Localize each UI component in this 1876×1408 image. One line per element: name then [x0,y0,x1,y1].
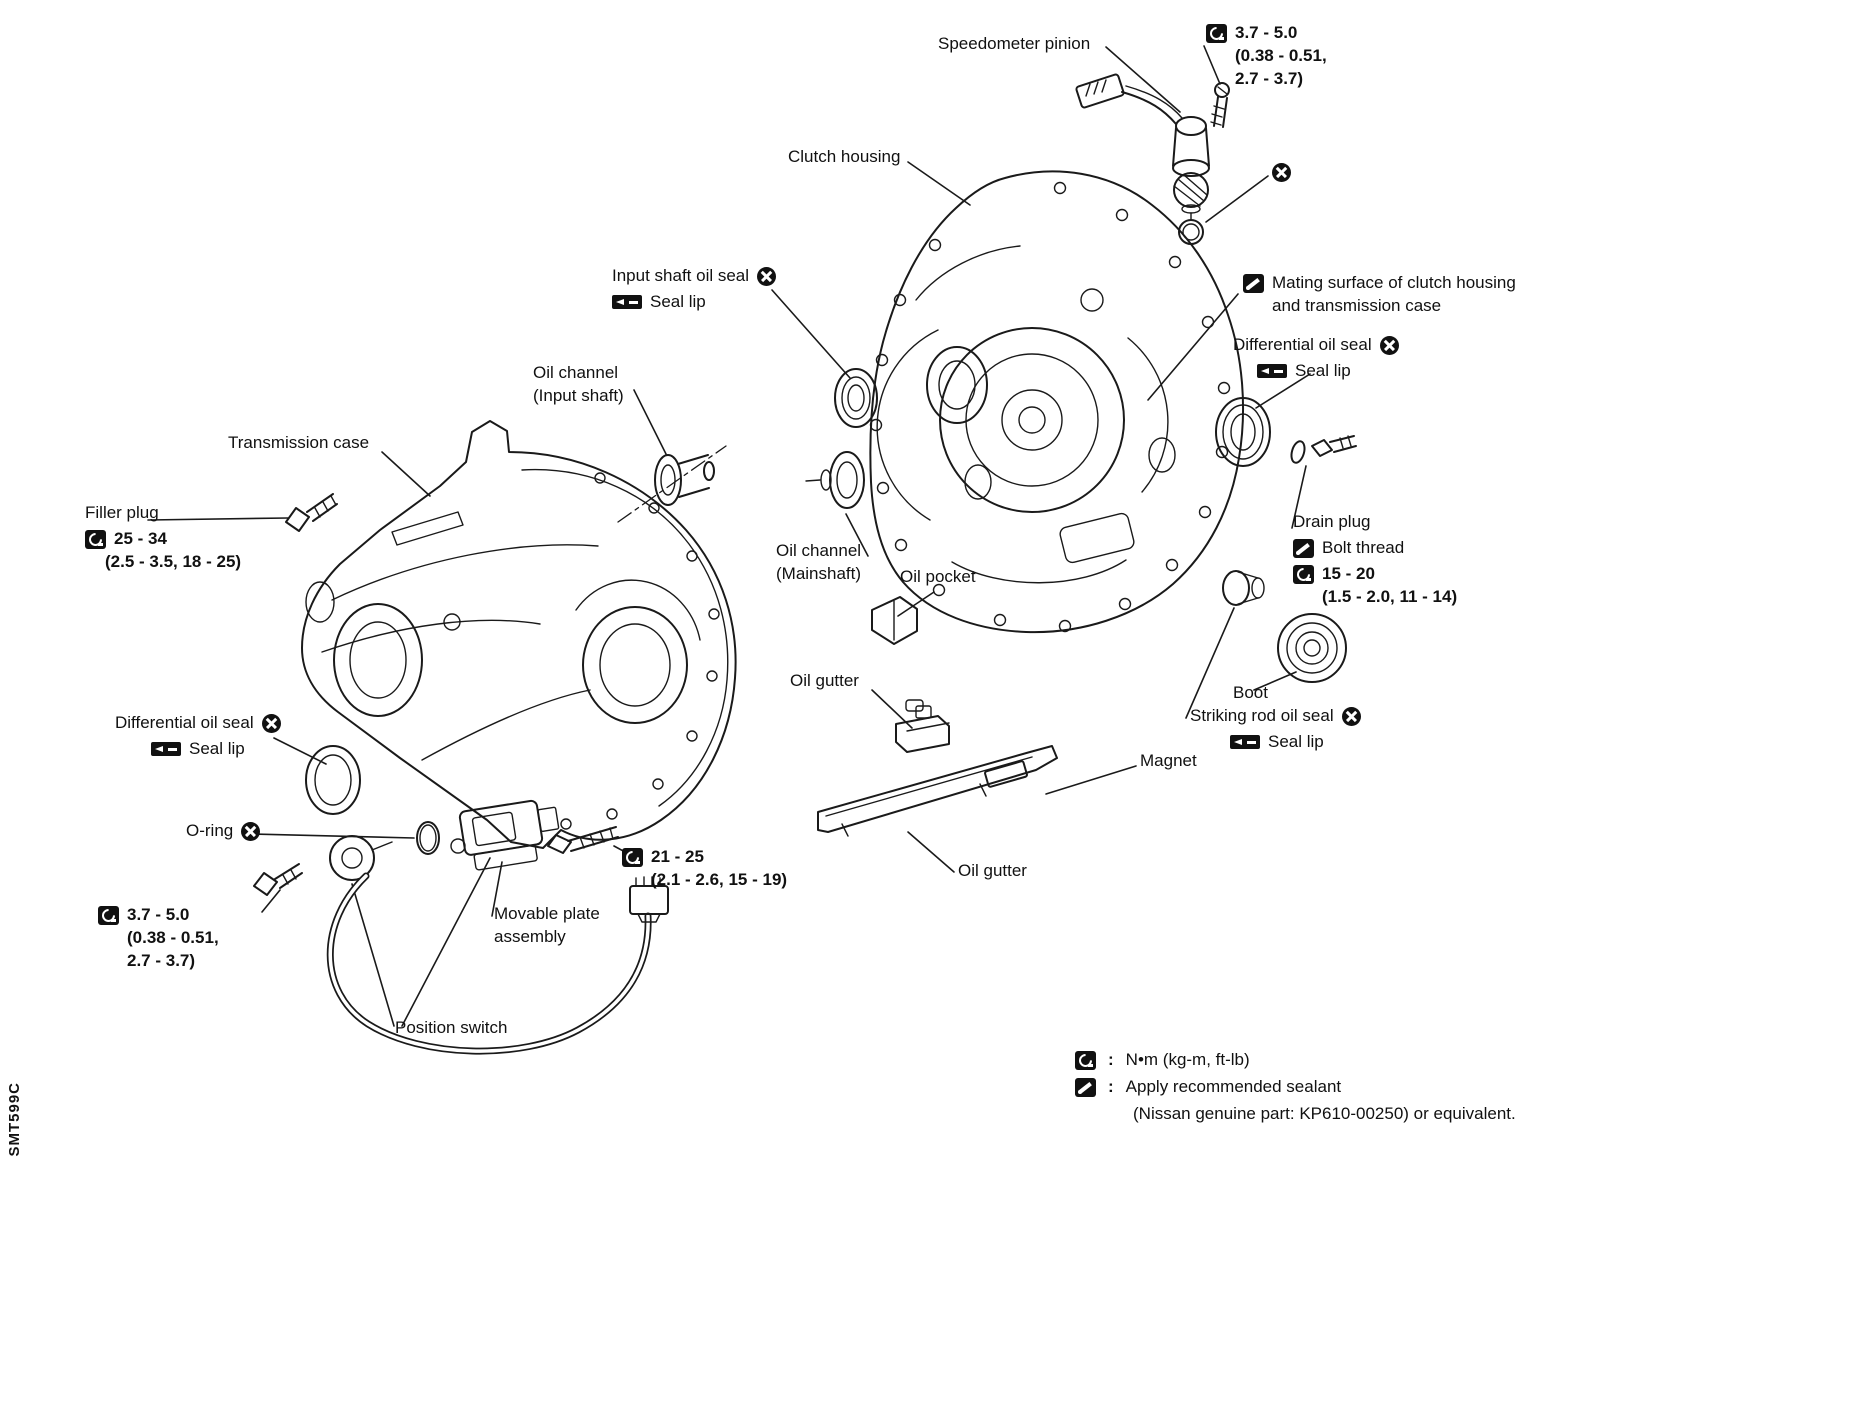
speedometer-torque-spec: 3.7 - 5.0 (0.38 - 0.51, 2.7 - 3.7) [1206,22,1327,91]
seal-lip-text: Seal lip [1295,360,1351,380]
torque-alt-units: (0.38 - 0.51, [1235,45,1327,65]
legend-torque-text: N•m (kg-m, ft-lb) [1125,1050,1250,1069]
legend-colon: : [1108,1050,1114,1069]
oil-gutter-lower-label: Oil gutter [958,861,1027,880]
leader-lines [147,45,1311,1027]
torque-alt-units: (2.5 - 3.5, 18 - 25) [105,551,242,571]
legend-sealant-text-line2: (Nissan genuine part: KP610-00250) or eq… [1133,1104,1516,1123]
seal-lip-icon [1257,364,1287,379]
striking-rod-oil-seal-label: Striking rod oil seal Seal lip [1190,705,1361,754]
oil-channel-input-paren: (Input shaft) [533,385,624,405]
oil-channel-text: Oil channel [776,541,862,560]
mating-surface-label: Mating surface of clutch housing and tra… [1243,272,1516,318]
speedometer-pinion-drawing [1075,73,1230,245]
position-switch-torque-spec: 3.7 - 5.0 (0.38 - 0.51, 2.7 - 3.7) [98,904,219,973]
torque-value: 21 - 25 [651,847,704,866]
movable-plate-text-line1: Movable plate [494,904,600,923]
seal-lip-icon [612,295,642,310]
input-shaft-oil-seal-text: Input shaft oil seal [612,266,750,285]
sealant-icon [1293,538,1314,558]
drain-plug-text: Drain plug [1293,512,1371,531]
transmission-case-label: Transmission case [228,433,370,452]
legend: : N•m (kg-m, ft-lb) : Apply recommended … [1075,1050,1516,1124]
seal-lip-icon [1230,735,1260,750]
seal-lip-text: Seal lip [1268,731,1324,751]
movable-plate-assembly-label: Movable plate assembly [494,903,600,949]
o-ring-text: O-ring [186,821,234,840]
replace-part-icon [241,821,261,841]
legend-sealant-text-line1: Apply recommended sealant [1125,1077,1342,1096]
oil-channel-input-label: Oil channel (Input shaft) [533,362,624,408]
torque-icon [98,905,119,925]
seal-lip-text: Seal lip [189,738,245,758]
movable-plate-text-line2: assembly [494,926,566,946]
boot-label: Boot [1233,683,1268,702]
differential-oil-seal-right-label: Differential oil seal Seal lip [1233,334,1399,383]
oil-pocket-label: Oil pocket [900,567,976,586]
position-switch-drawing [326,799,669,1055]
torque-icon [622,847,643,867]
replace-part-icon [1272,163,1291,182]
torque-icon [1075,1050,1096,1070]
sealant-icon [1243,273,1264,293]
filler-plug-text: Filler plug [85,503,159,522]
speedometer-pinion-label: Speedometer pinion [938,34,1091,53]
torque-alt-units: (2.1 - 2.6, 15 - 19) [651,869,788,889]
mating-surface-text-line2: and transmission case [1272,295,1442,315]
sealant-icon [1075,1077,1096,1097]
differential-oil-seal-text: Differential oil seal [1233,335,1372,354]
magnet-label: Magnet [1140,751,1197,770]
o-ring-label: O-ring [186,820,261,843]
torque-alt-units: 2.7 - 3.7) [1235,68,1304,88]
torque-alt-units: (0.38 - 0.51, [127,927,219,947]
legend-colon: : [1108,1077,1114,1096]
oil-channel-mainshaft-paren: (Mainshaft) [776,563,862,583]
torque-value: 3.7 - 5.0 [127,905,190,924]
torque-value: 15 - 20 [1322,563,1375,583]
mating-surface-text-line1: Mating surface of clutch housing [1272,273,1516,292]
clutch-housing-drawing [869,170,1245,634]
torque-icon [1293,564,1314,584]
oil-gutter-upper-label: Oil gutter [790,671,859,690]
striking-rod-oil-seal-text: Striking rod oil seal [1190,706,1334,725]
replace-part-icon [1379,335,1399,355]
input-shaft-oil-seal-label: Input shaft oil seal Seal lip [612,265,777,314]
oil-channel-mainshaft-label: Oil channel (Mainshaft) [776,540,861,586]
differential-oil-seal-left-label: Differential oil seal Seal lip [115,712,281,761]
seal-lip-icon [151,742,181,757]
clutch-housing-label: Clutch housing [788,147,901,166]
drain-plug-label: Drain plug Bolt thread 15 - 20 (1.5 - 2.… [1293,511,1457,609]
replace-part-icon [1341,706,1361,726]
torque-icon [1206,23,1227,43]
differential-oil-seal-text: Differential oil seal [115,713,254,732]
replace-part-icon [757,266,777,286]
torque-value: 3.7 - 5.0 [1235,23,1298,42]
transmission-case-drawing [301,420,737,849]
figure-code: SMT599C [6,1082,23,1157]
seal-lip-text: Seal lip [650,291,706,311]
case-bolt-torque-spec: 21 - 25 (2.1 - 2.6, 15 - 19) [622,846,787,892]
oil-channel-text: Oil channel [533,363,619,382]
torque-icon [85,529,106,549]
replace-part-icon [261,713,281,733]
torque-alt-units: (1.5 - 2.0, 11 - 14) [1322,586,1458,606]
position-switch-label: Position switch [395,1018,508,1037]
seals-and-small-parts-drawing [253,368,1357,896]
torque-value: 25 - 34 [114,528,167,548]
bolt-thread-text: Bolt thread [1322,537,1405,557]
torque-alt-units: 2.7 - 3.7) [127,950,196,970]
filler-plug-label: Filler plug 25 - 34 (2.5 - 3.5, 18 - 25) [85,502,241,574]
